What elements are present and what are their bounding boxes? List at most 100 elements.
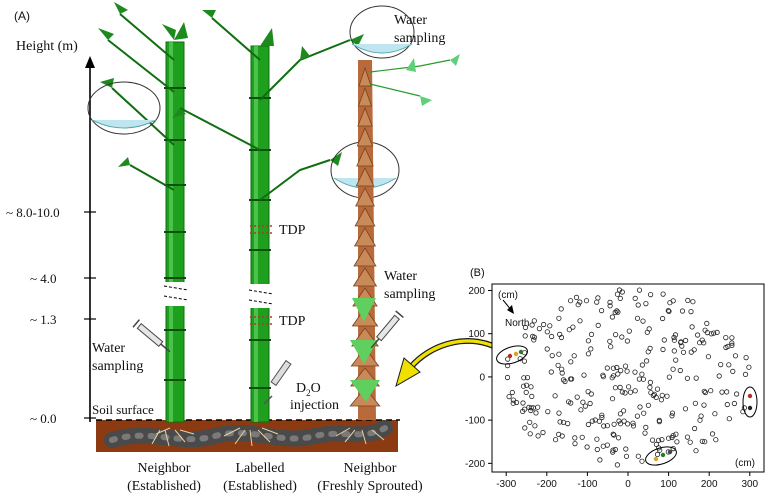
stem-point	[677, 367, 683, 374]
stem-point	[660, 291, 666, 297]
stem-point	[588, 391, 594, 397]
stem-point	[585, 351, 592, 357]
stem-point	[670, 445, 676, 452]
stem-point	[746, 364, 752, 370]
stem-point	[548, 333, 555, 340]
stem-point	[718, 361, 724, 368]
stem-point	[693, 375, 699, 381]
stem-point	[531, 337, 537, 343]
stem-point	[540, 429, 546, 436]
stem-marker-bottom-3	[667, 449, 673, 455]
stem-point	[612, 309, 618, 315]
stem-point	[634, 315, 641, 321]
stem-point	[574, 394, 580, 400]
stem-point	[713, 437, 719, 443]
stem-point	[555, 362, 561, 368]
stem-point	[643, 358, 650, 364]
stem-point	[671, 334, 677, 341]
y-tick-label: 200	[468, 286, 485, 297]
culm-neighbor-established	[87, 2, 189, 423]
caption-neighbor-established-1: Neighbor	[138, 461, 191, 476]
stem-point	[598, 307, 605, 314]
tdp-lower-label: TDP	[279, 314, 306, 329]
stem-point	[530, 405, 537, 411]
stem-point	[643, 424, 649, 430]
stem-point	[682, 406, 689, 412]
stem-point	[504, 362, 511, 369]
stem-point	[620, 408, 627, 414]
stem-point	[672, 332, 679, 338]
stem-point	[535, 433, 541, 439]
stem-point	[599, 412, 605, 418]
d2o-syringe-icon	[263, 359, 292, 405]
stem-point	[708, 388, 714, 394]
stem-point	[719, 389, 725, 395]
stem-point	[562, 378, 568, 385]
stem-point	[726, 416, 732, 422]
stem-marker-left-2	[513, 351, 519, 357]
stem-point	[609, 314, 616, 320]
stem-point	[729, 340, 735, 346]
stem-point	[624, 421, 631, 427]
stem-point	[723, 344, 729, 351]
stem-point	[655, 437, 662, 443]
shoot-sheath	[358, 66, 372, 87]
stem-point	[617, 384, 623, 390]
stem-point	[626, 328, 632, 334]
x-tick-label: -100	[577, 479, 597, 490]
stem-point	[733, 391, 740, 397]
stem-point	[643, 300, 649, 307]
stem-point	[614, 308, 620, 314]
stem-point	[506, 393, 512, 400]
stem-point	[616, 418, 622, 424]
stem-point	[673, 357, 679, 363]
height-label-0: ~ 0.0	[30, 411, 57, 426]
stem-point	[523, 389, 529, 395]
stem-point	[594, 446, 600, 453]
stem-point	[691, 425, 698, 432]
stem-point	[636, 287, 643, 293]
water-sampling-right-label-1: Water	[384, 269, 417, 284]
stem-point	[559, 366, 565, 372]
stem-point	[632, 295, 638, 301]
stem-point	[547, 323, 553, 329]
stem-point	[544, 329, 550, 335]
stem-point	[716, 373, 722, 379]
stem-point	[617, 421, 624, 427]
north-arrow-head	[507, 305, 514, 314]
water-sampling-left-label-2: sampling	[92, 359, 143, 374]
stem-point	[522, 425, 528, 431]
stem-point	[699, 438, 705, 444]
stem-point	[635, 302, 641, 308]
shoot-sheath	[354, 207, 376, 227]
stem-point	[587, 400, 593, 407]
stem-point	[630, 423, 637, 429]
stem-point	[545, 408, 551, 415]
panel-b-label: (B)	[470, 267, 485, 279]
stem-point	[614, 364, 620, 371]
stem-point	[701, 340, 707, 346]
stem-point	[659, 436, 665, 443]
stem-point	[653, 441, 660, 447]
stem-point	[674, 439, 680, 445]
stem-point	[642, 430, 648, 436]
injection-label: injection	[290, 398, 339, 413]
stem-point	[698, 413, 704, 419]
stem-point	[693, 448, 699, 454]
stem-point	[532, 423, 538, 429]
stem-point	[640, 318, 646, 324]
stem-point	[583, 298, 590, 304]
panel-a-label: (A)	[14, 9, 30, 23]
north-label: North	[505, 318, 529, 329]
stem-point	[647, 291, 654, 298]
stem-point	[540, 321, 547, 328]
stem-point	[585, 421, 592, 428]
stem-points	[504, 287, 752, 468]
stem-point	[656, 417, 662, 423]
stem-point	[610, 365, 617, 371]
stem-point	[536, 325, 543, 332]
stem-point	[636, 376, 643, 382]
stem-point	[579, 434, 585, 440]
